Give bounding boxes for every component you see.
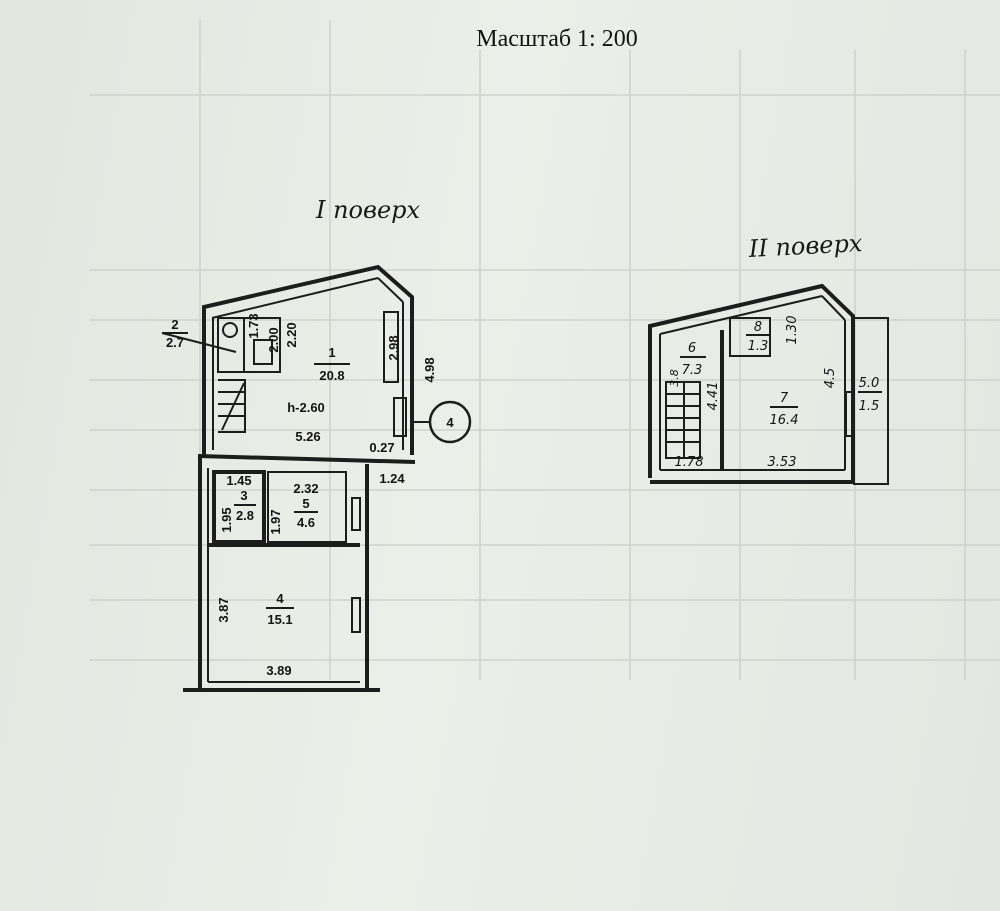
room2-area: 2.7 (166, 335, 184, 350)
room6-area: 7.3 (682, 363, 703, 378)
dim-1-24: 1.24 (379, 471, 405, 486)
show-through-table (90, 20, 1000, 680)
floor1-title: I поверх (315, 196, 421, 224)
dim-2-20: 2.20 (284, 322, 299, 347)
dim-4-98: 4.98 (422, 357, 437, 382)
room4-number: 4 (276, 591, 284, 606)
dim-1-97: 1.97 (268, 509, 283, 534)
room-balcony-number: 5.0 (859, 376, 880, 391)
room4-area: 15.1 (267, 612, 292, 627)
dim-3-89: 3.89 (266, 663, 291, 678)
room8-area: 1.3 (748, 339, 769, 354)
dim-3-87: 3.87 (216, 597, 231, 622)
dim-1-95: 1.95 (219, 507, 234, 532)
dim-1-30: 1.30 (785, 316, 800, 345)
dim-3-53: 3.53 (768, 455, 797, 470)
dim-1-45: 1.45 (226, 473, 251, 488)
floor2-title: II поверх (747, 229, 863, 263)
room1-number: 1 (328, 345, 335, 360)
dim-4-5: 4.5 (823, 368, 838, 389)
room-balcony-area: 1.5 (859, 399, 880, 414)
dim-3-8: 3.8 (668, 369, 681, 387)
dim-2-00: 2.00 (266, 327, 281, 352)
room5-number: 5 (302, 496, 309, 511)
dim-4-41: 4.41 (706, 382, 721, 411)
floor1-plan (161, 264, 472, 692)
floor1-height: h-2.60 (287, 400, 325, 415)
dim-0-27: 0.27 (369, 440, 394, 455)
room2-number: 2 (171, 317, 178, 332)
room7-area: 16.4 (770, 413, 799, 428)
floor2-plan (648, 283, 889, 485)
entrance-marker-number: 4 (446, 415, 454, 430)
scale-label: Масштаб 1: 200 (476, 26, 637, 52)
room8-number: 8 (754, 320, 762, 335)
dim-1-73: 1.73 (246, 313, 261, 338)
dim-2-32: 2.32 (293, 481, 318, 496)
room1-area: 20.8 (319, 368, 344, 383)
room7-number: 7 (780, 391, 789, 406)
dim-5-26: 5.26 (295, 429, 320, 444)
room5-area: 4.6 (297, 515, 315, 530)
room3-number: 3 (240, 488, 247, 503)
dim-1-78: 1.78 (675, 455, 704, 470)
room6-number: 6 (688, 341, 696, 356)
room3-area: 2.8 (236, 508, 254, 523)
dim-2-98: 2.98 (386, 335, 401, 360)
